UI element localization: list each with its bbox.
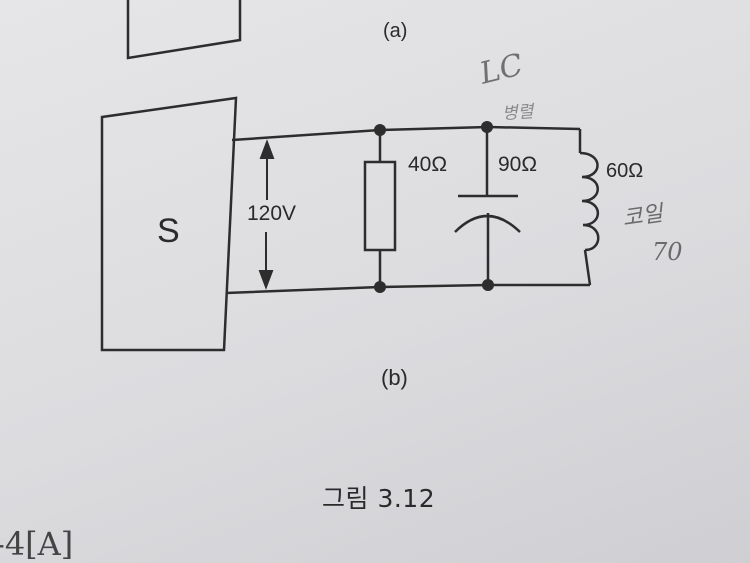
- inductor-label: 60Ω: [606, 160, 644, 182]
- handwritten-note-parallel: 병렬: [501, 101, 535, 125]
- capacitor-label: 90Ω: [498, 153, 538, 176]
- resistor-label: 40Ω: [408, 153, 448, 176]
- resistor: [363, 160, 397, 252]
- voltage-label: 120V: [247, 202, 297, 225]
- handwritten-note-current: -4[A]: [0, 525, 74, 563]
- node-bottom-right: [482, 279, 494, 291]
- figure-label: 그림 3.12: [322, 484, 436, 513]
- source-box: [100, 96, 238, 352]
- top-wire: [231, 125, 581, 142]
- figure-a-caption: (a): [383, 20, 408, 42]
- bottom-wire: [225, 283, 590, 295]
- node-bottom-left: [374, 281, 386, 293]
- node-top-right: [481, 121, 493, 133]
- inductor-branch: [578, 129, 600, 286]
- figure-a-box: [126, 0, 242, 60]
- handwritten-note-70: 70: [652, 238, 683, 266]
- figure-b-caption: (b): [381, 365, 408, 390]
- voltage-arrow: [258, 139, 275, 290]
- resistor-branch: [363, 130, 397, 287]
- capacitor-branch: [454, 127, 521, 285]
- inductor-coil: [579, 151, 600, 252]
- node-top-left: [374, 124, 386, 136]
- handwritten-note-coil: 코일: [620, 201, 665, 232]
- source-label: S: [157, 212, 180, 250]
